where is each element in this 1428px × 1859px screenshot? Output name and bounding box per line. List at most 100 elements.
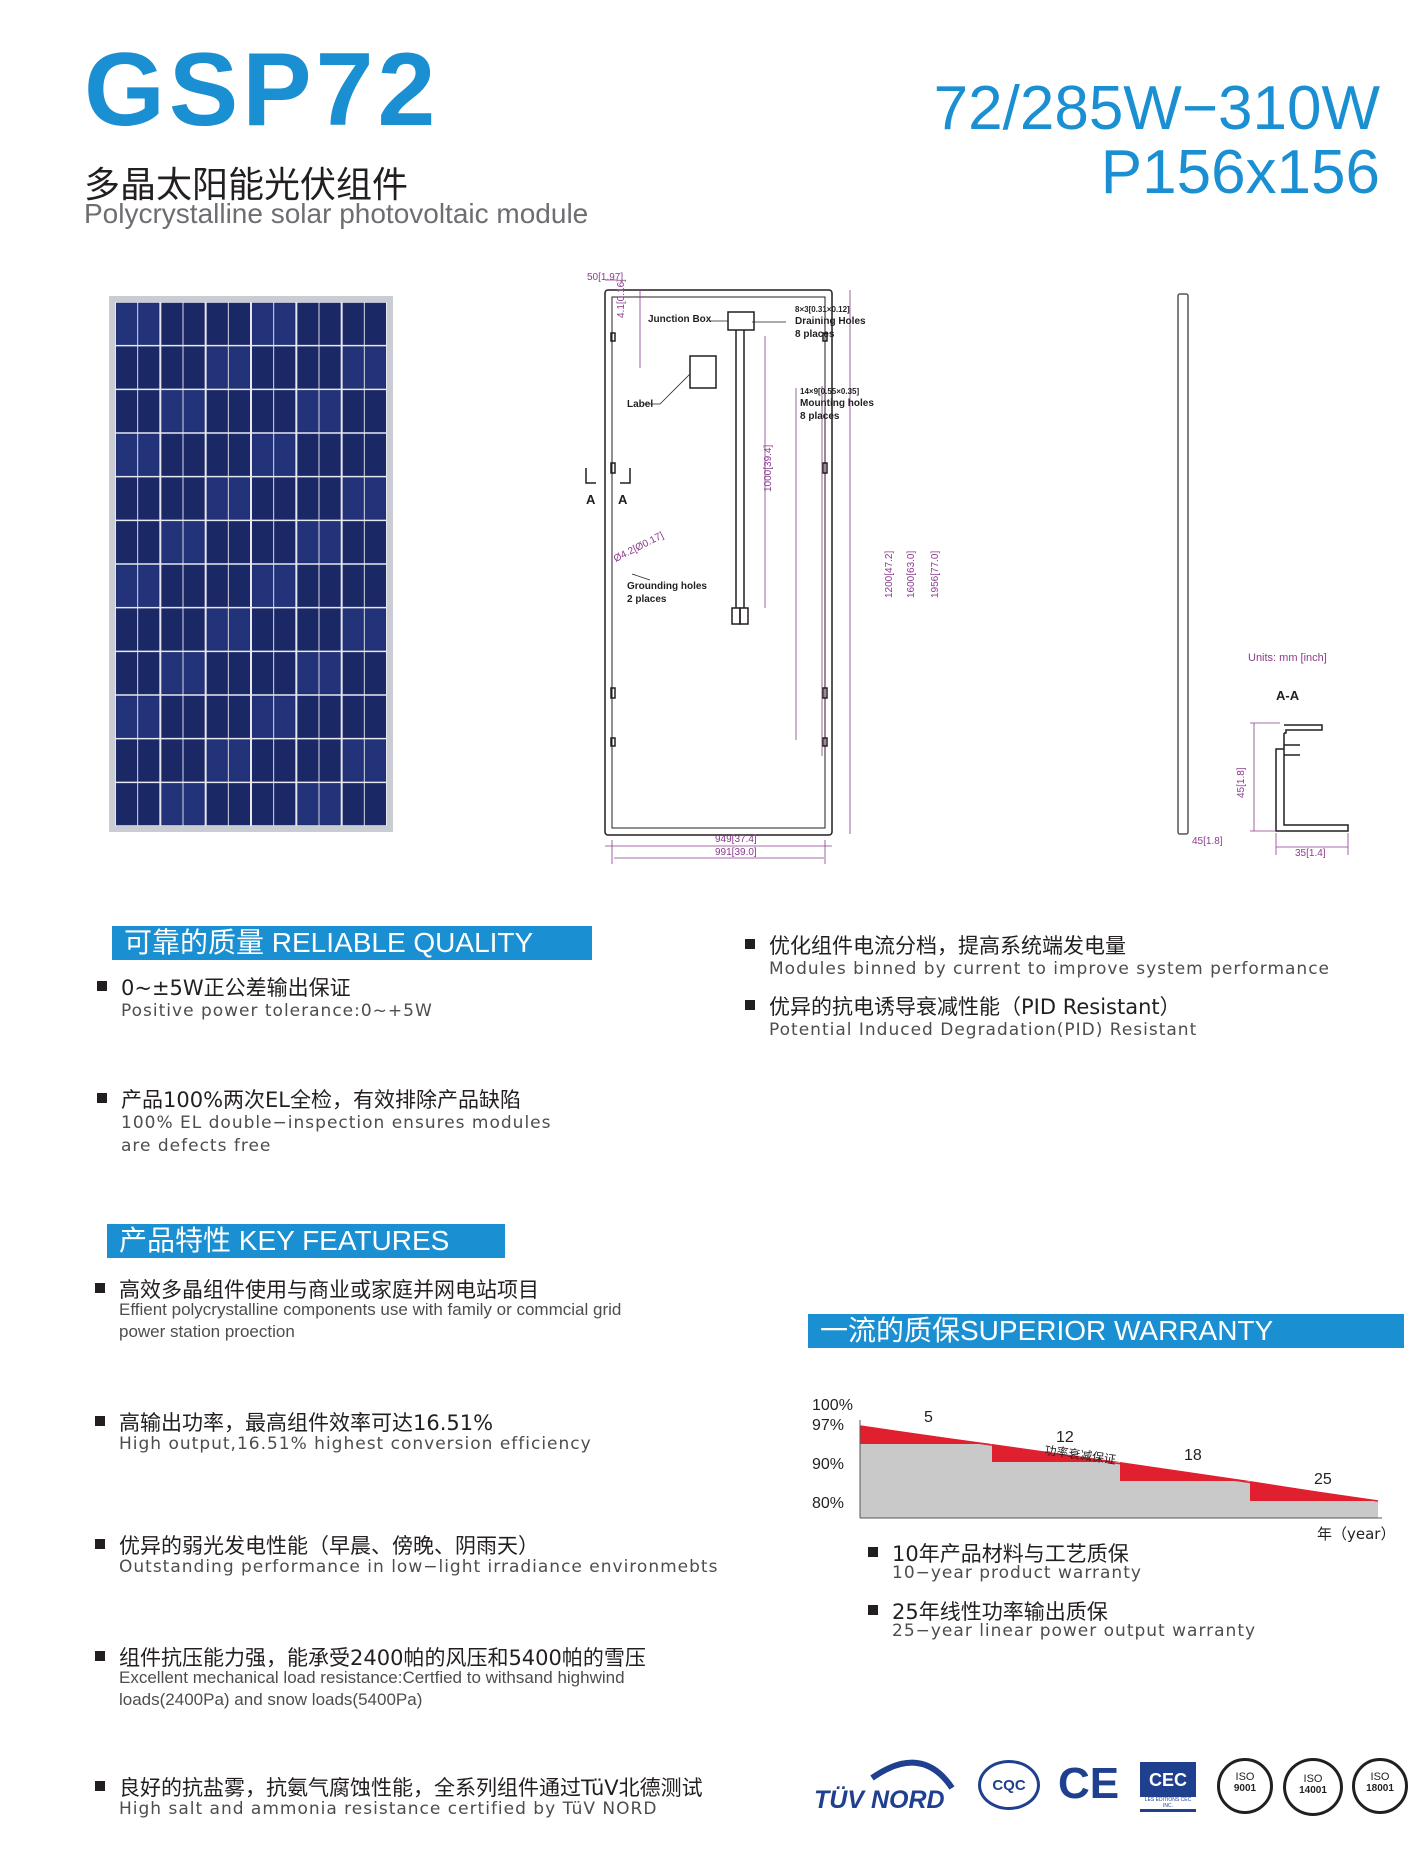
quality-item-cn: 0~±5W正公差输出保证 — [121, 976, 351, 1000]
y-label-97: 97% — [812, 1417, 844, 1434]
iso-9001-badge: ISO 9001 — [1217, 1758, 1273, 1814]
dim-frame-width: 45[1.8] — [1192, 836, 1223, 847]
feature-item-cn: 高效多晶组件使用与商业或家庭并网电站项目 — [119, 1278, 539, 1302]
dim-1956: 1956[77.0] — [930, 550, 941, 598]
dim-frame-height: 45[1.8] — [1236, 767, 1247, 798]
y-label-90: 90% — [812, 1456, 844, 1473]
features-heading: 产品特性 KEY FEATURES — [107, 1224, 505, 1258]
mounting-size: 14×9[0.55×0.35] — [800, 387, 860, 396]
draining-label: Draining Holes — [795, 316, 866, 327]
feature-item-cn: 高输出功率，最高组件效率可达16.51% — [119, 1411, 494, 1435]
bullet-square — [95, 1781, 105, 1791]
cec-logo: CEC LES ÉDITIONS CEC INC. — [1140, 1762, 1196, 1812]
dim-1600: 1600[63.0] — [906, 550, 917, 598]
tuv-nord-logo: TÜV NORD — [812, 1748, 962, 1818]
bullet-square — [95, 1539, 105, 1549]
quality-item-en: Positive power tolerance:0~+5W — [121, 1001, 433, 1021]
grounding-places: 2 places — [627, 594, 667, 605]
y-label-100: 100% — [812, 1397, 853, 1414]
section-a-right: A — [618, 492, 628, 507]
bullet-square — [95, 1416, 105, 1426]
quality-item-cn: 优异的抗电诱导衰减性能（PID Resistant） — [769, 995, 1181, 1019]
feature-item-en: Effient polycrystalline components use w… — [119, 1300, 622, 1319]
bullet-square — [97, 981, 107, 991]
quality-item-en-2: are defects free — [121, 1136, 272, 1156]
feature-item-en: High salt and ammonia resistance certifi… — [119, 1799, 658, 1819]
iso-14001-number: 14001 — [1299, 1785, 1327, 1796]
ce-mark: CE — [1058, 1759, 1120, 1808]
quality-item-en: 100% EL double−inspection ensures module… — [121, 1113, 552, 1133]
feature-item-en: High output,16.51% highest conversion ef… — [119, 1434, 592, 1454]
bullet-square — [745, 939, 755, 949]
warranty-item-en: 10−year product warranty — [892, 1563, 1142, 1583]
bullet-square — [95, 1651, 105, 1661]
mounting-label: Mounting holes — [800, 398, 874, 409]
cec-text: CEC — [1148, 1770, 1187, 1790]
junction-box-label: Junction Box — [648, 314, 712, 325]
feature-item-cn: 优异的弱光发电性能（早晨、傍晚、阴雨天） — [119, 1534, 539, 1558]
tuv-nord-text: TÜV NORD — [814, 1786, 945, 1814]
dim-frame-lip: 35[1.4] — [1295, 848, 1326, 859]
decay-wedge-12 — [992, 1444, 1120, 1462]
quality-item-en: Modules binned by current to improve sys… — [769, 959, 1330, 979]
iso-14001-badge: ISO 14001 — [1283, 1758, 1343, 1816]
warranty-line — [859, 1425, 1379, 1502]
dim-1200: 1200[47.2] — [884, 550, 895, 598]
iso-18001-number: 18001 — [1366, 1783, 1394, 1794]
year-25: 25 — [1314, 1471, 1332, 1488]
feature-item-en: Outstanding performance in low−light irr… — [119, 1557, 719, 1577]
label-note: Label — [627, 399, 654, 410]
year-18: 18 — [1184, 1447, 1202, 1464]
panel-cells — [114, 301, 388, 827]
iso-18001-badge: ISO 18001 — [1352, 1758, 1408, 1814]
warranty-item-cn: 25年线性功率输出质保 — [892, 1600, 1108, 1624]
title-chinese: 多晶太阳能光伏组件 — [84, 165, 409, 206]
iso-18001-label: ISO — [1370, 1771, 1390, 1783]
draining-size: 8×3[0.31×0.12] — [795, 305, 850, 314]
solar-panel-image — [109, 296, 393, 832]
dim-cable: 1000[39.4] — [763, 444, 774, 492]
warranty-item-en: 25−year linear power output warranty — [892, 1621, 1257, 1641]
dim-991: 991[39.0] — [715, 847, 757, 858]
feature-item-cn: 良好的抗盐雾，抗氨气腐蚀性能，全系列组件通过TüV北德测试 — [119, 1776, 703, 1800]
draining-places: 8 places — [795, 329, 835, 340]
section-a-left: A — [586, 492, 596, 507]
cec-subtext: LES ÉDITIONS CEC INC. — [1140, 1797, 1196, 1809]
units-note: Units: mm [inch] — [1248, 652, 1327, 664]
cqc-text: CQC — [992, 1776, 1026, 1794]
frame-cross-section — [1250, 722, 1349, 855]
feature-item-en-2: loads(2400Pa) and snow loads(5400Pa) — [119, 1690, 423, 1709]
dim-949: 949[37.4] — [715, 834, 757, 845]
quality-item-en: Potential Induced Degradation(PID) Resis… — [769, 1020, 1198, 1040]
iso-14001-label: ISO — [1303, 1773, 1323, 1785]
bullet-square — [95, 1283, 105, 1293]
bullet-square — [97, 1093, 107, 1103]
x-unit: 年（year） — [1317, 1525, 1395, 1543]
spec-cell: P156x156 — [1100, 138, 1380, 207]
bullet-square — [868, 1547, 878, 1557]
mounting-places: 8 places — [800, 411, 840, 422]
quality-item-cn: 优化组件电流分档，提高系统端发电量 — [769, 934, 1126, 958]
feature-item-en: Excellent mechanical load resistance:Cer… — [119, 1668, 625, 1687]
iso-9001-label: ISO — [1235, 1771, 1255, 1783]
technical-drawing — [585, 279, 1189, 864]
grounding-label: Grounding holes — [627, 581, 707, 592]
tuv-arc-icon — [870, 1759, 955, 1790]
decay-wedge-18 — [1120, 1462, 1250, 1481]
warranty-base-area — [860, 1444, 1378, 1518]
warranty-heading: 一流的质保SUPERIOR WARRANTY — [808, 1314, 1404, 1348]
model-name: GSP72 — [84, 32, 440, 148]
dim-top: 50[1.97] — [587, 272, 624, 283]
iso-9001-number: 9001 — [1233, 1783, 1257, 1794]
year-12: 12 — [1056, 1429, 1074, 1446]
feature-item-en-2: power station proection — [119, 1322, 295, 1341]
y-label-80: 80% — [812, 1495, 844, 1512]
year-5: 5 — [924, 1409, 933, 1426]
quality-heading: 可靠的质量 RELIABLE QUALITY — [112, 926, 592, 960]
warranty-item-cn: 10年产品材料与工艺质保 — [892, 1542, 1129, 1566]
feature-item-cn: 组件抗压能力强，能承受2400帕的风压和5400帕的雪压 — [119, 1646, 646, 1670]
cqc-logo: CQC — [978, 1760, 1040, 1810]
title-english: Polycrystalline solar photovoltaic modul… — [84, 198, 589, 229]
section-aa-label: A-A — [1276, 688, 1300, 703]
bullet-square — [745, 1000, 755, 1010]
